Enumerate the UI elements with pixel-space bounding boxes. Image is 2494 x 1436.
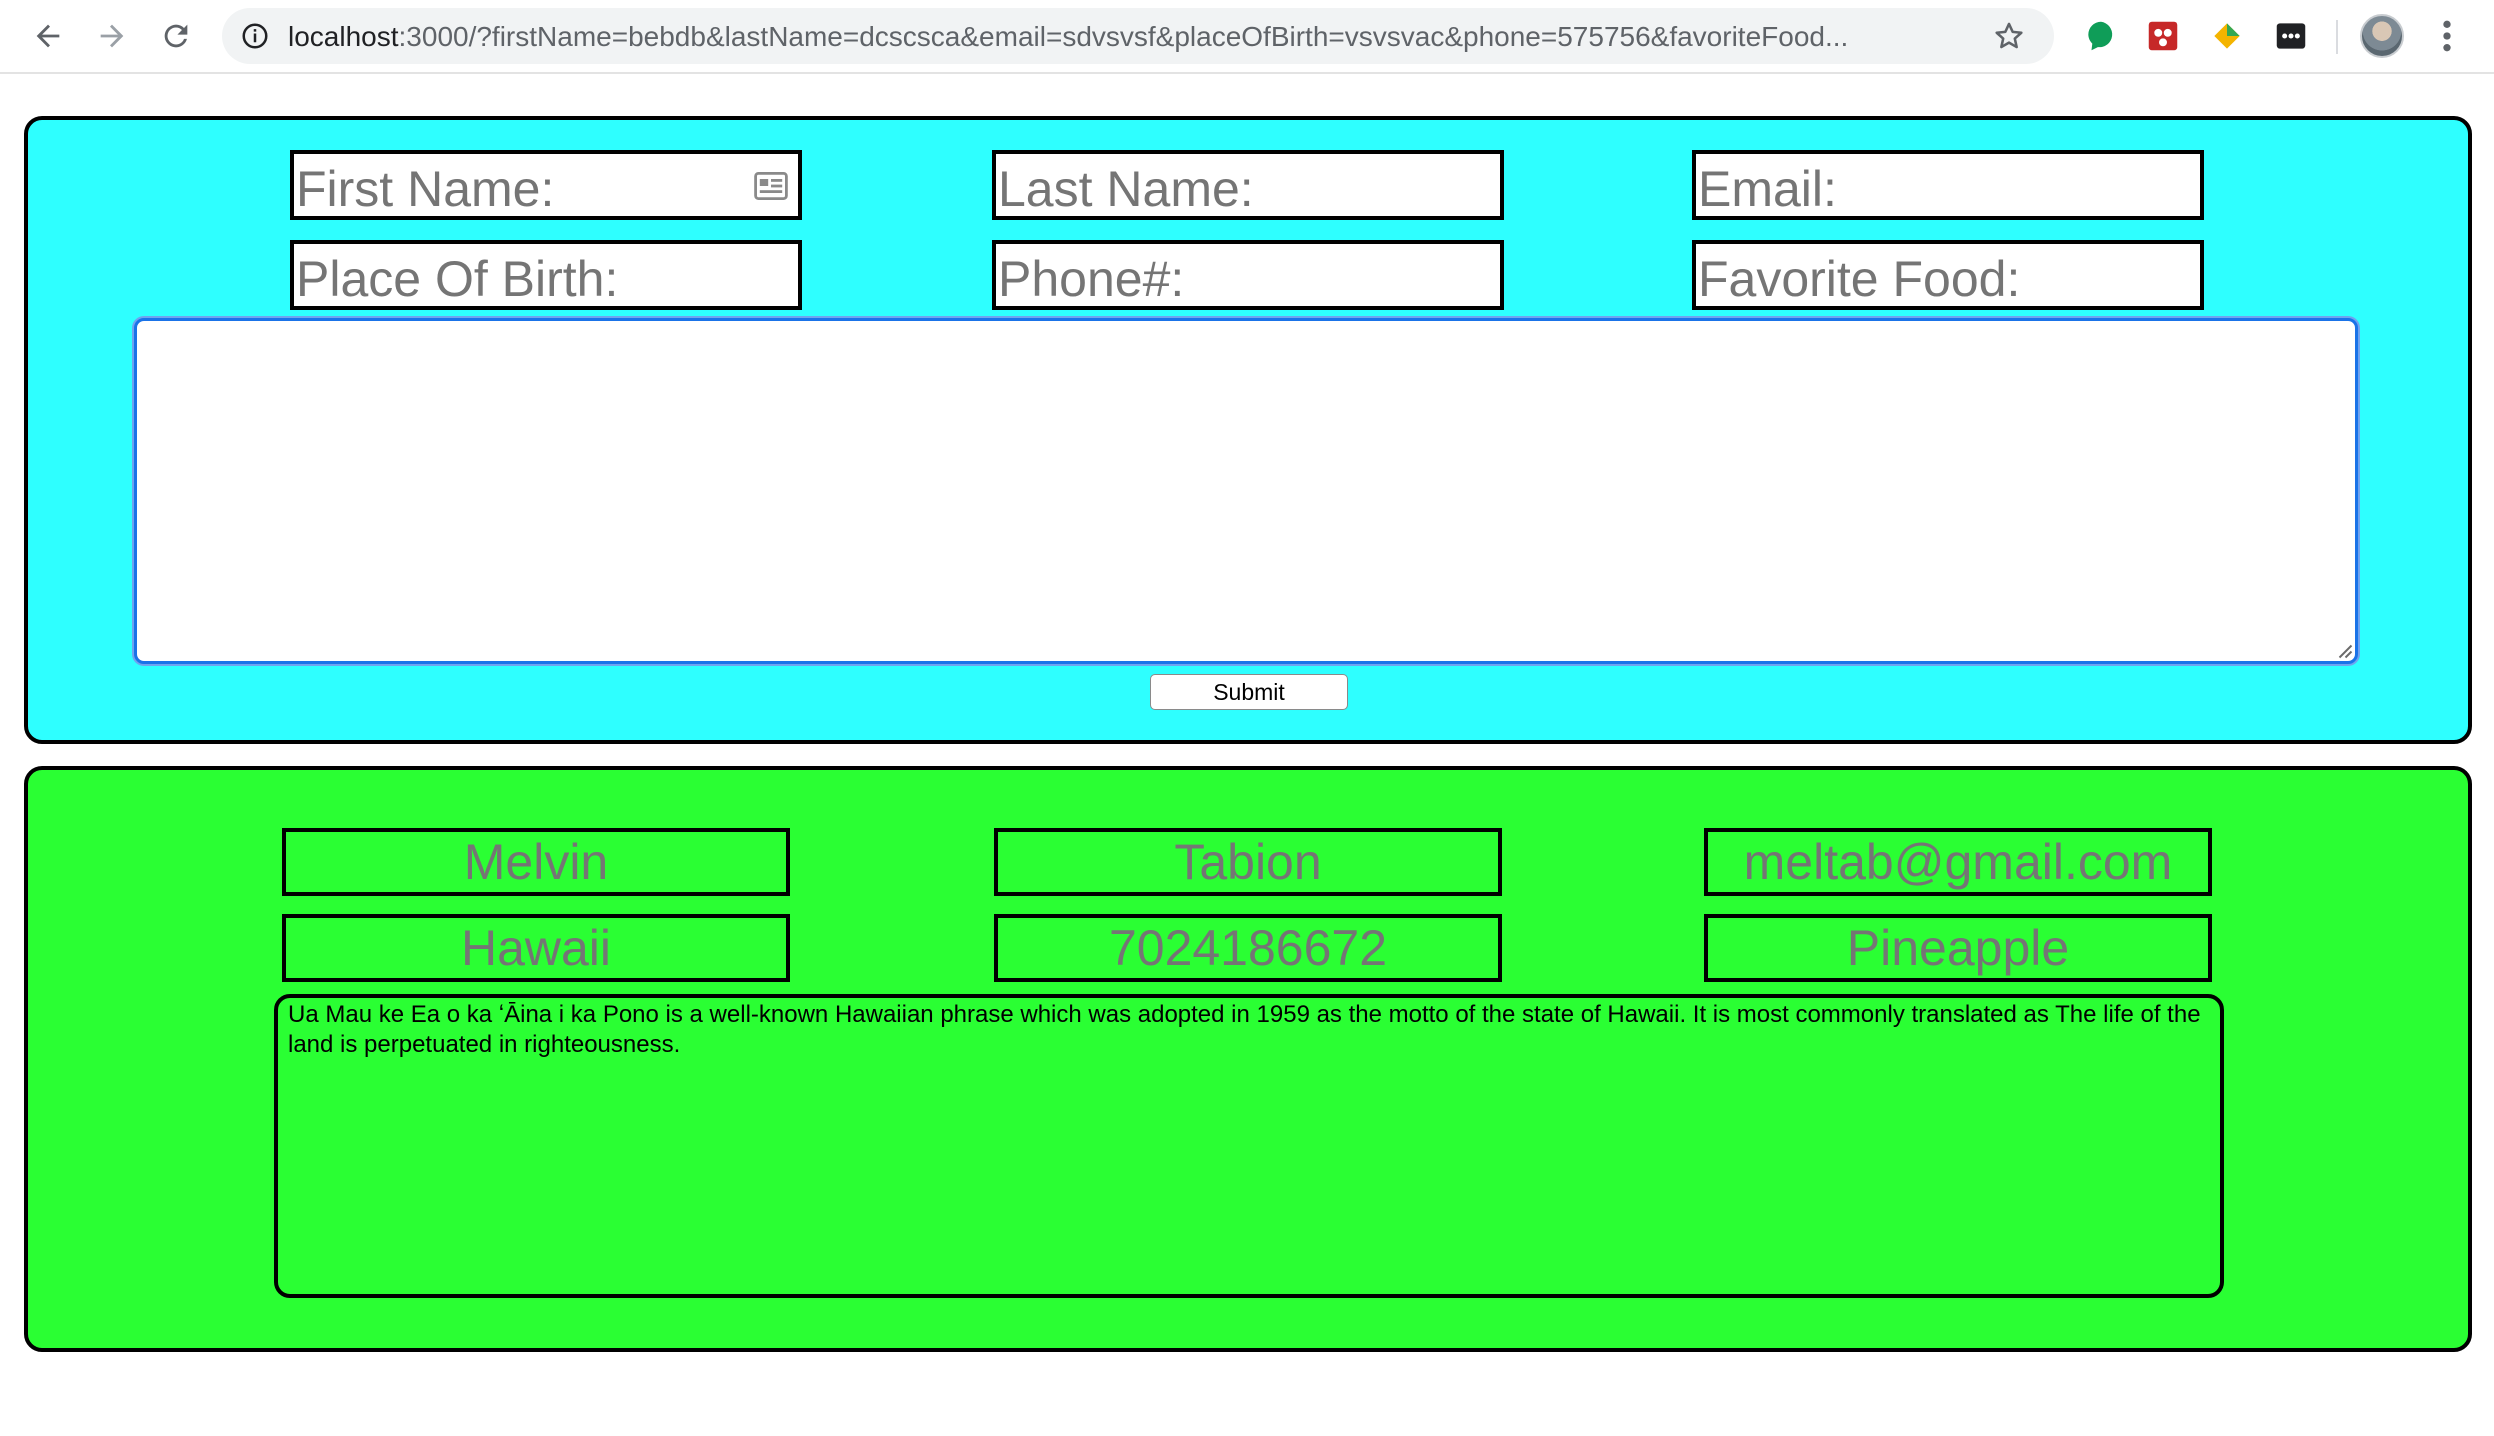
extension-chat-icon[interactable]	[2082, 17, 2120, 55]
output-last-name-value: Tabion	[1174, 834, 1322, 890]
submit-label: Submit	[1213, 678, 1285, 705]
address-bar[interactable]: localhost:3000/?firstName=bebdb&lastName…	[222, 8, 2054, 64]
output-phone-value: 7024186672	[1108, 920, 1388, 976]
last-name-input[interactable]: Last Name:	[992, 150, 1504, 220]
email-input[interactable]: Email:	[1692, 150, 2204, 220]
reload-button[interactable]	[154, 14, 198, 58]
forward-button[interactable]	[90, 14, 134, 58]
url-text[interactable]: localhost:3000/?firstName=bebdb&lastName…	[288, 21, 1849, 52]
place-of-birth-input[interactable]: Place Of Birth:	[290, 240, 802, 310]
message-textarea[interactable]	[134, 318, 2358, 664]
bookmark-star-icon[interactable]	[1992, 19, 2026, 53]
reload-icon	[164, 24, 188, 48]
output-place-of-birth: Hawaii	[282, 914, 790, 982]
output-email-value: meltab@gmail.com	[1743, 834, 2173, 890]
profile-avatar[interactable]	[2360, 14, 2404, 58]
extension-dots-icon[interactable]	[2272, 17, 2310, 55]
phone-placeholder: Phone#:	[998, 251, 1185, 307]
email-placeholder: Email:	[1698, 161, 1837, 217]
output-favorite-food: Pineapple	[1704, 914, 2212, 982]
last-name-placeholder: Last Name:	[998, 161, 1254, 217]
submit-button[interactable]: Submit	[1150, 674, 1348, 710]
output-favorite-food-value: Pineapple	[1846, 920, 2070, 976]
favorite-food-placeholder: Favorite Food:	[1698, 251, 2021, 307]
first-name-input[interactable]: First Name:	[290, 150, 802, 220]
extension-diamond-icon[interactable]	[2208, 17, 2246, 55]
favorite-food-input[interactable]: Favorite Food:	[1692, 240, 2204, 310]
place-of-birth-placeholder: Place Of Birth:	[296, 251, 619, 307]
output-first-name-value: Melvin	[463, 834, 609, 890]
info-icon[interactable]	[240, 21, 270, 51]
more-menu-icon[interactable]	[2432, 16, 2462, 56]
output-first-name: Melvin	[282, 828, 790, 896]
toolbar-divider	[2336, 20, 2338, 54]
output-place-of-birth-value: Hawaii	[460, 920, 612, 976]
output-panel	[24, 766, 2472, 1352]
back-button[interactable]	[26, 14, 70, 58]
back-icon	[36, 24, 60, 48]
phone-input[interactable]: Phone#:	[992, 240, 1504, 310]
forward-icon	[100, 24, 124, 48]
output-phone: 7024186672	[994, 914, 1502, 982]
output-text: Ua Mau ke Ea o ka ʻĀina i ka Pono is a w…	[288, 1001, 2201, 1058]
autofill-contact-card-icon[interactable]	[754, 172, 788, 200]
extension-red-icon[interactable]	[2144, 17, 2182, 55]
output-text-box: Ua Mau ke Ea o ka ʻĀina i ka Pono is a w…	[274, 994, 2224, 1298]
output-email: meltab@gmail.com	[1704, 828, 2212, 896]
output-last-name: Tabion	[994, 828, 1502, 896]
resize-grip-icon[interactable]	[2335, 641, 2353, 659]
first-name-placeholder: First Name:	[296, 161, 555, 217]
browser-toolbar: localhost:3000/?firstName=bebdb&lastName…	[0, 0, 2494, 74]
